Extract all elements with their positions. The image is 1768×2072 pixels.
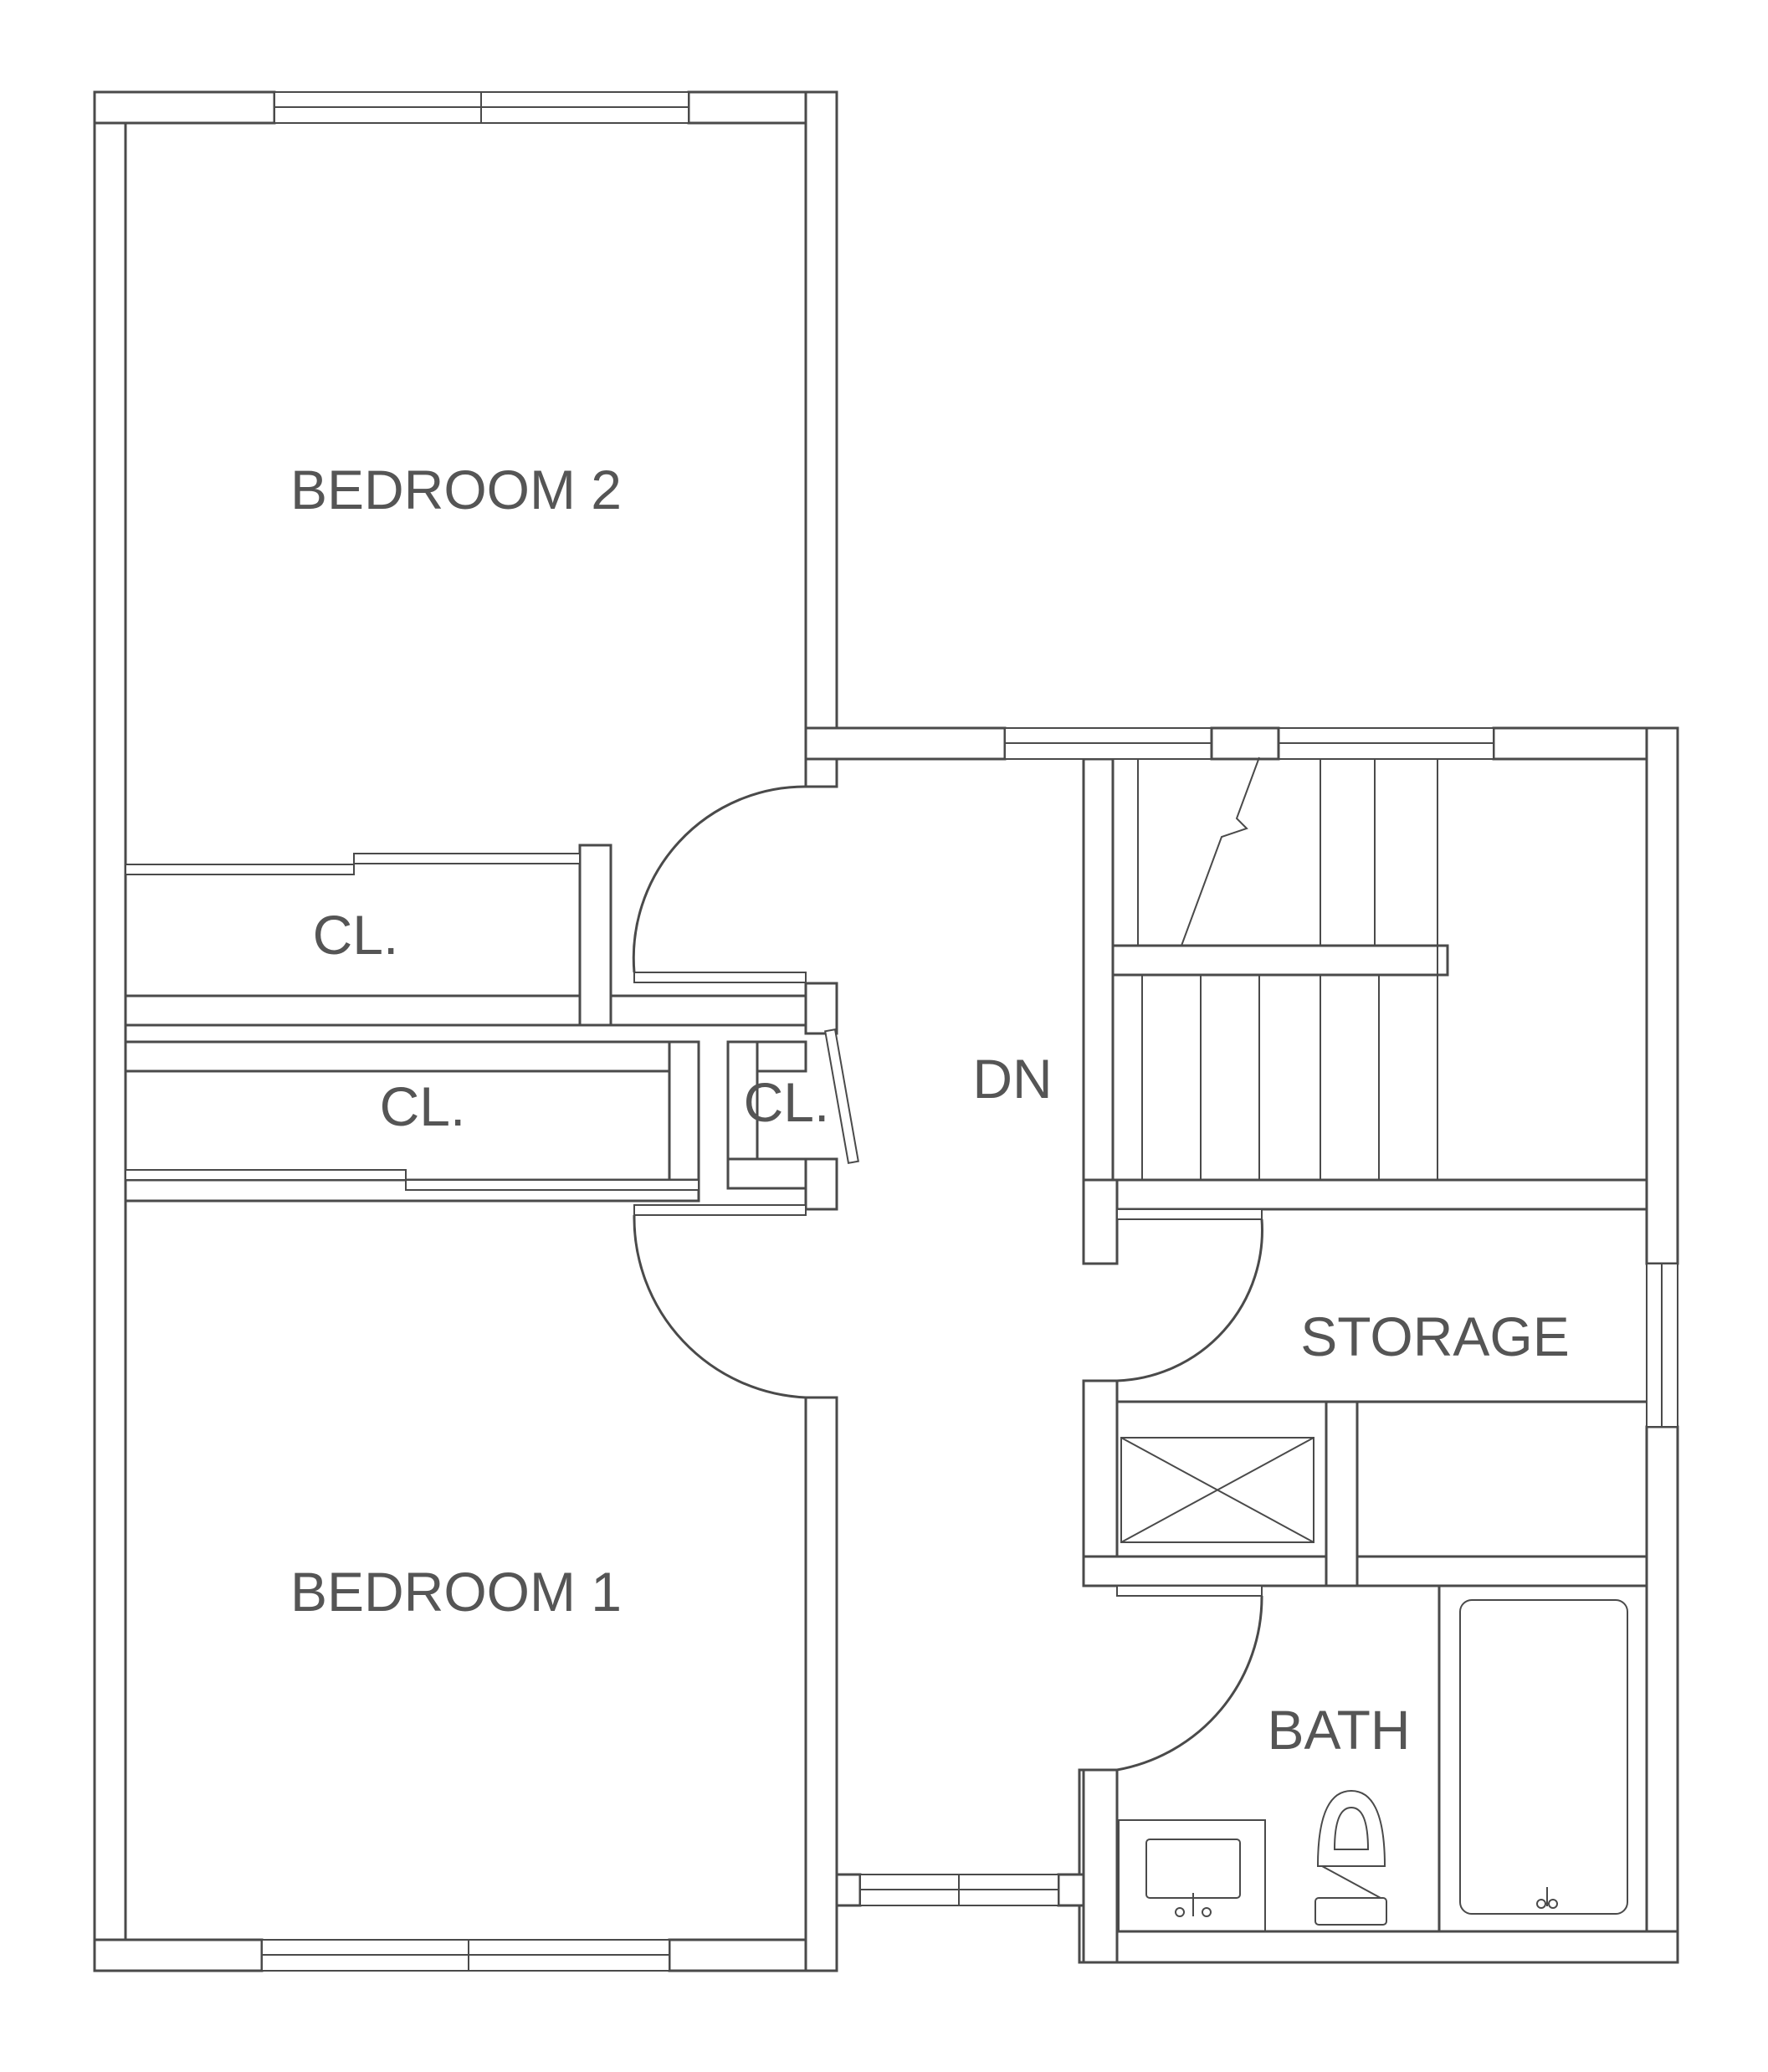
bedroom-2-label: BEDROOM 2: [290, 459, 622, 521]
closet-small-label: CL.: [744, 1071, 830, 1133]
mechanical-chase: [1115, 1400, 1328, 1558]
sliding-doors: [125, 853, 859, 1191]
storage-label: STORAGE: [1300, 1305, 1570, 1367]
bath-label: BATH: [1267, 1699, 1410, 1761]
closet-lower-label: CL.: [380, 1075, 466, 1137]
door-swings: [632, 785, 1263, 1772]
stairs-down-label: DN: [972, 1048, 1052, 1110]
room-labels: BEDROOM 2 BEDROOM 1 CL. CL. CL. DN STORA…: [290, 459, 1570, 1761]
bath-fixtures: [1118, 1586, 1628, 1932]
closet-upper-label: CL.: [313, 904, 399, 966]
staircase: [1111, 756, 1648, 1181]
walls: [93, 90, 1679, 1972]
windows: [261, 91, 1678, 1972]
bedroom-1-label: BEDROOM 1: [290, 1561, 622, 1623]
